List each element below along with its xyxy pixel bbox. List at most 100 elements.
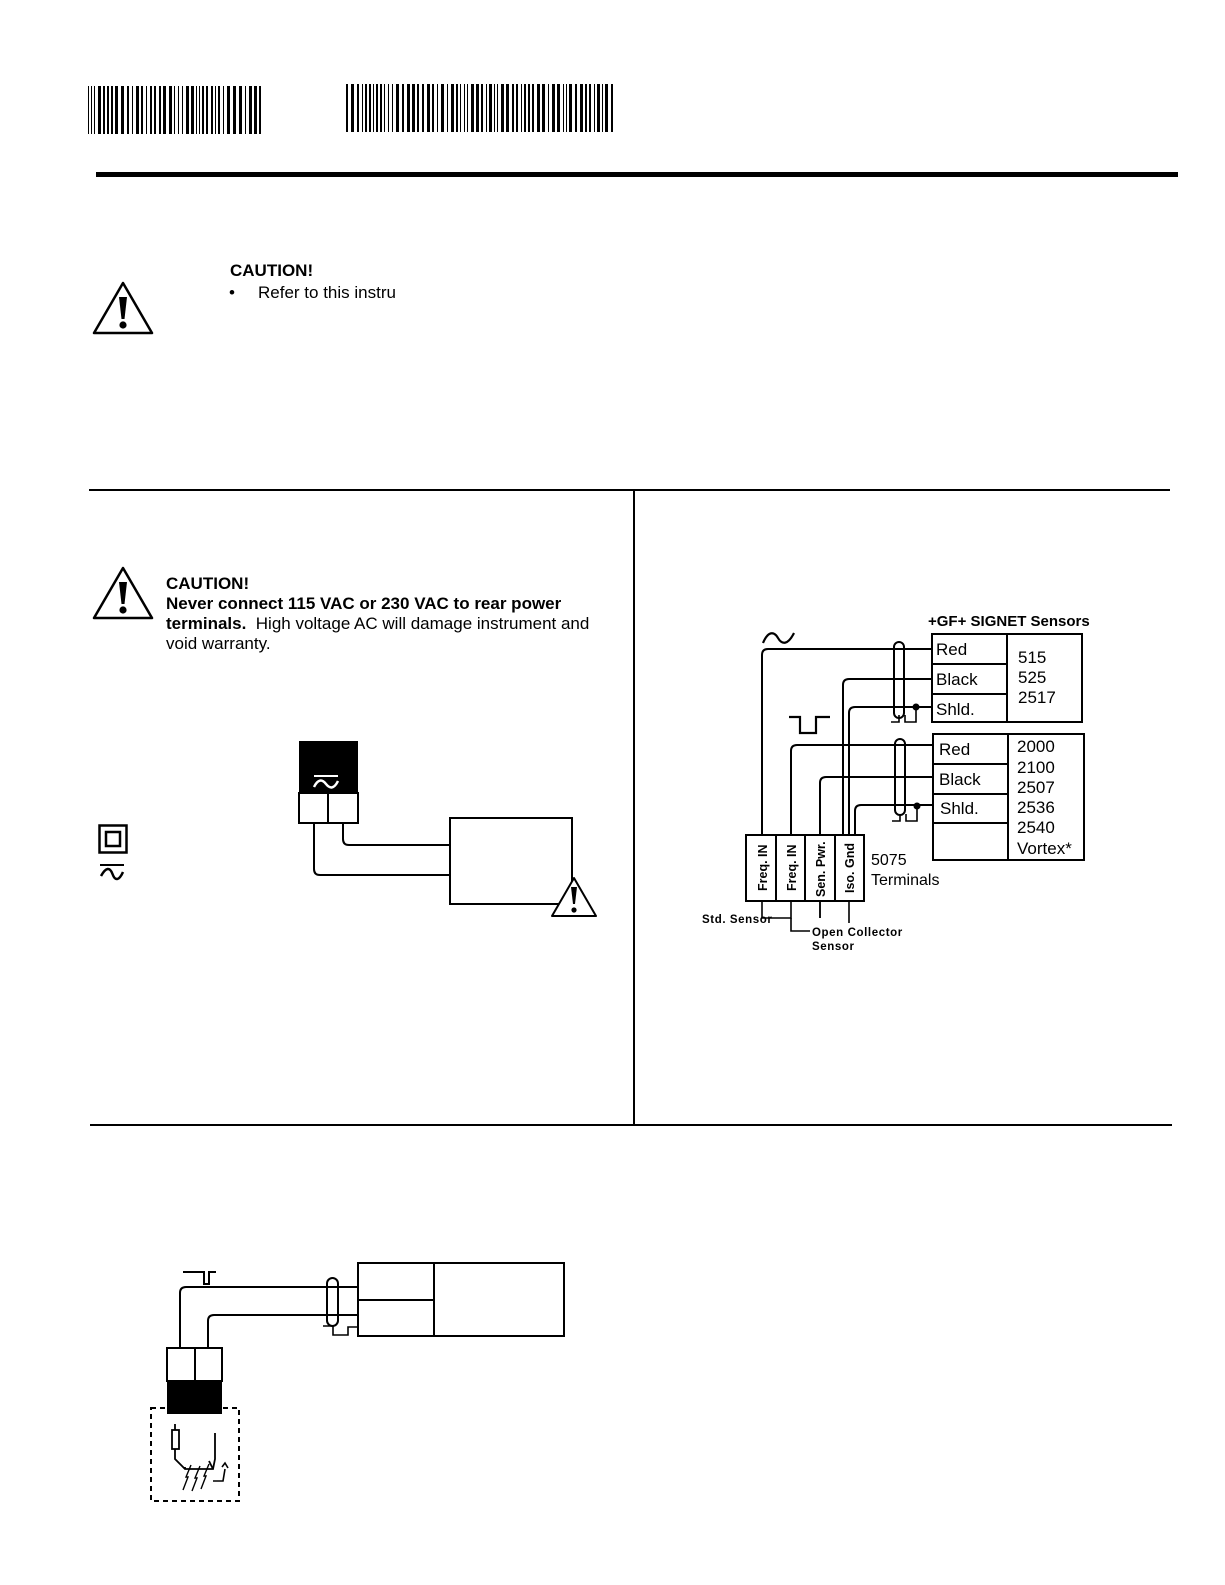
- barcode-bar: [524, 84, 526, 132]
- barcode-bar: [486, 84, 487, 132]
- barcode-bar: [451, 84, 454, 132]
- barcode-bar: [107, 86, 109, 134]
- barcode-bar: [548, 84, 549, 132]
- barcode-bar: [456, 84, 458, 132]
- barcode-bar: [542, 84, 545, 132]
- barcode-bar: [501, 84, 504, 132]
- group1-model: 2517: [1018, 688, 1056, 707]
- barcode-bar: [532, 84, 534, 132]
- barcode-bar: [351, 84, 354, 132]
- barcode-bar: [88, 86, 89, 134]
- group1-wire-shield: Shld.: [936, 700, 975, 719]
- header-rule: [96, 172, 1178, 177]
- barcode-bar: [202, 86, 204, 134]
- section-divider: [633, 490, 635, 1126]
- instrument-block: [449, 817, 573, 905]
- barcode-bar: [103, 86, 105, 134]
- cable-shield: [326, 1277, 339, 1327]
- power-terminal-1: [298, 792, 329, 824]
- barcode-bar: [464, 84, 465, 132]
- barcode-bar: [169, 86, 172, 134]
- barcode-bar: [146, 86, 147, 134]
- terminal-label: Iso. Gnd: [843, 843, 857, 893]
- top-caution-text: Refer to this instru: [258, 283, 396, 302]
- barcode-bar: [589, 84, 591, 132]
- barcode-bar: [447, 84, 448, 132]
- barcode-bar: [471, 84, 474, 132]
- barcode-bar: [132, 86, 133, 134]
- barcode-bar: [218, 86, 220, 134]
- barcode-bar: [388, 84, 389, 132]
- barcode-bar: [575, 84, 577, 132]
- barcode-bar: [249, 86, 252, 134]
- barcode-bar: [91, 86, 92, 134]
- barcode-bar: [563, 84, 564, 132]
- barcode-bar: [186, 86, 189, 134]
- barcode-bar: [365, 84, 367, 132]
- barcode-bar: [497, 84, 498, 132]
- top-caution-title: CAUTION!: [230, 261, 314, 280]
- barcode-bar: [569, 84, 572, 132]
- barcode-bar: [127, 86, 129, 134]
- barcode-bar: [605, 84, 608, 132]
- barcode-bar: [163, 86, 166, 134]
- power-supply-block: [299, 741, 358, 793]
- barcode-bar: [597, 84, 600, 132]
- barcode-bar: [557, 84, 560, 132]
- section-rule-top: [89, 489, 1170, 491]
- open-collector-label-line2: Sensor: [812, 941, 855, 953]
- barcode-bar: [489, 84, 492, 132]
- barcode-bar: [154, 86, 156, 134]
- pulse-signal-icon: [789, 715, 830, 735]
- barcode-bar: [396, 84, 399, 132]
- barcode-bar: [384, 84, 385, 132]
- pulse-signal-icon: [183, 1271, 216, 1285]
- barcode-bar: [512, 84, 514, 132]
- power-caution-text: High voltage AC will damage instrument a…: [166, 614, 590, 653]
- group2-model: 2540: [1017, 818, 1055, 837]
- barcode-bar: [199, 86, 200, 134]
- open-collector-label-line1: Open Collector: [812, 927, 903, 939]
- barcode-bar: [174, 86, 175, 134]
- group2-model: 2100: [1017, 758, 1055, 777]
- barcode-bar: [528, 84, 530, 132]
- double-insulation-icon: [98, 824, 128, 854]
- barcode-bar: [211, 86, 213, 134]
- barcode-bar: [460, 84, 461, 132]
- barcode-bar: [611, 84, 613, 132]
- barcode-bar: [380, 84, 382, 132]
- group2-wire-black: Black: [939, 770, 981, 789]
- terminal-label: Freq. IN: [756, 844, 770, 891]
- barcode-bar: [206, 86, 208, 134]
- top-caution-bullet: •: [229, 283, 235, 302]
- barcode-bar: [233, 86, 236, 134]
- barcode-bar: [182, 86, 183, 134]
- barcode-bar: [437, 84, 438, 132]
- barcode-bar: [362, 84, 363, 132]
- terminals-label-line2: Terminals: [871, 872, 939, 889]
- group2-model: Vortex*: [1017, 839, 1072, 858]
- barcode-bar: [602, 84, 603, 132]
- power-caution-body: Never connect 115 VAC or 230 VAC to rear…: [166, 594, 621, 654]
- barcode-bar: [191, 86, 194, 134]
- barcode-bar: [357, 84, 359, 132]
- barcode-bar: [537, 84, 540, 132]
- barcode-bar: [427, 84, 430, 132]
- barcode-bar: [115, 86, 118, 134]
- group2-wire-shield: Shld.: [940, 799, 979, 818]
- section-rule-bottom: [90, 1124, 1172, 1126]
- group1-wire-red: Red: [936, 640, 967, 659]
- terminals-label-line1: 5075: [871, 852, 907, 869]
- barcode-bar: [223, 86, 224, 134]
- barcode-bar: [441, 84, 444, 132]
- barcode-bar: [94, 86, 95, 134]
- power-terminal-2: [327, 792, 359, 824]
- sensor-enclosure: [150, 1407, 240, 1502]
- barcode-bar: [346, 84, 348, 132]
- group1-model: 525: [1018, 668, 1046, 687]
- group1-model: 515: [1018, 648, 1046, 667]
- barcode-bar: [215, 86, 216, 134]
- barcode-bar: [594, 84, 595, 132]
- barcode-bar: [552, 84, 555, 132]
- ac-signal-icon: [761, 632, 795, 644]
